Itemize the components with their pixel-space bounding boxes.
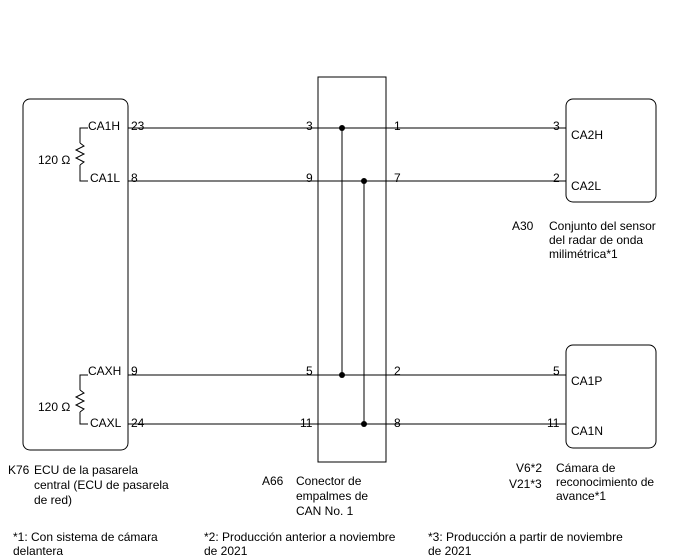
camera-name-line: avance*1 [556, 489, 607, 503]
junction-connector-box [317, 76, 387, 463]
camera-box [565, 344, 657, 449]
resistor-value-label: 120 Ω [38, 153, 71, 167]
radar-pin-number: 3 [553, 119, 560, 133]
radar-code: A30 [512, 219, 534, 233]
camera-pin-number: 11 [547, 416, 560, 430]
junction-pin-number: 8 [394, 416, 401, 430]
pin-number: 24 [131, 416, 145, 430]
pin-name-caxl: CAXL [90, 416, 122, 430]
radar-name-line: milimétrica*1 [549, 247, 618, 261]
camera-name-line: Cámara de [556, 461, 616, 475]
termination-resistor-bottom [74, 374, 88, 425]
ecu-name-line: ECU de la pasarela [34, 463, 139, 477]
termination-resistor-top [74, 127, 88, 182]
camera-pin-number: 5 [553, 364, 560, 378]
pin-name-caxh: CAXH [88, 364, 122, 378]
footnote: de 2021 [204, 544, 248, 558]
junction-code: A66 [262, 474, 284, 488]
splice-dot [361, 178, 367, 184]
footnote: delantera [13, 544, 64, 558]
radar-pin-name: CA2H [571, 128, 604, 142]
splice-dot [339, 372, 345, 378]
pin-number: 23 [131, 119, 145, 133]
ecu-name-line: central (ECU de pasarela [34, 478, 169, 492]
resistor-value-label: 120 Ω [38, 400, 71, 414]
junction-pin-number: 2 [394, 364, 401, 378]
camera-name-line: reconocimiento de [556, 475, 655, 489]
radar-name-line: del radar de onda [549, 233, 644, 247]
footnote: *3: Producción a partir de noviembre [428, 530, 623, 544]
pin-number: 8 [131, 171, 138, 185]
radar-box [565, 98, 657, 203]
footnote: *2: Producción anterior a noviembre [204, 530, 396, 544]
junction-pin-number: 5 [306, 364, 313, 378]
junction-pin-number: 7 [394, 171, 401, 185]
radar-pin-name: CA2L [571, 179, 602, 193]
footnote: de 2021 [428, 544, 472, 558]
camera-pin-name: CA1N [571, 424, 604, 438]
junction-name-line: CAN No. 1 [296, 504, 354, 518]
splice-dot [361, 421, 367, 427]
ecu-code: K76 [8, 463, 30, 477]
ecu-box [22, 98, 129, 451]
splice-dot [339, 125, 345, 131]
junction-pin-number: 11 [300, 416, 313, 430]
pin-name-ca1l: CA1L [90, 171, 121, 185]
ecu-name-line: de red) [34, 493, 73, 507]
camera-pin-name: CA1P [571, 374, 603, 388]
pin-number: 9 [131, 364, 138, 378]
camera-code: V6*2 [516, 461, 543, 475]
junction-name-line: empalmes de [296, 489, 369, 503]
junction-pin-number: 1 [394, 119, 401, 133]
junction-pin-number: 9 [306, 171, 313, 185]
camera-code: V21*3 [509, 477, 542, 491]
junction-pin-number: 3 [306, 119, 313, 133]
footnote: *1: Con sistema de cámara [13, 530, 158, 544]
radar-name-line: Conjunto del sensor [549, 219, 656, 233]
pin-name-ca1h: CA1H [88, 119, 121, 133]
radar-pin-number: 2 [553, 171, 560, 185]
junction-name-line: Conector de [296, 474, 362, 488]
